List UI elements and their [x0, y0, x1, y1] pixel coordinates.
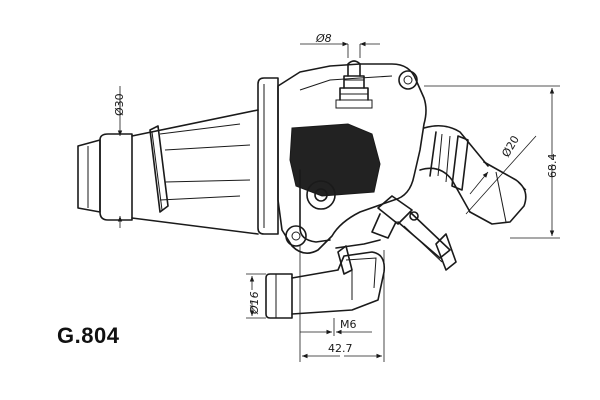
dimension-68-4: 68.4: [424, 85, 560, 239]
mounting-flange: [257, 77, 279, 235]
dim-label-42-7: 42.7: [328, 342, 353, 355]
dim-label-m6: M6: [340, 318, 357, 331]
mounting-stud: [371, 195, 457, 271]
housing-body: [277, 63, 427, 254]
dimension-m6: M6: [300, 318, 372, 336]
small-outlet: [265, 239, 386, 319]
inlet-pipe: [77, 109, 259, 235]
dimension-42-7: 42.7: [299, 246, 385, 362]
temperature-sensor: [335, 60, 373, 109]
part-number-label: G.804: [57, 323, 120, 348]
dimension-o8: Ø8: [300, 32, 380, 58]
dim-label-o8: Ø8: [315, 32, 332, 45]
dimension-o30: Ø30: [113, 86, 126, 228]
outlet-pipe: [419, 124, 527, 225]
dim-label-o16: Ø16: [248, 291, 261, 315]
dim-label-o30: Ø30: [113, 93, 126, 116]
dimension-o16: Ø16: [246, 273, 266, 319]
dim-label-68-4: 68.4: [546, 154, 559, 179]
